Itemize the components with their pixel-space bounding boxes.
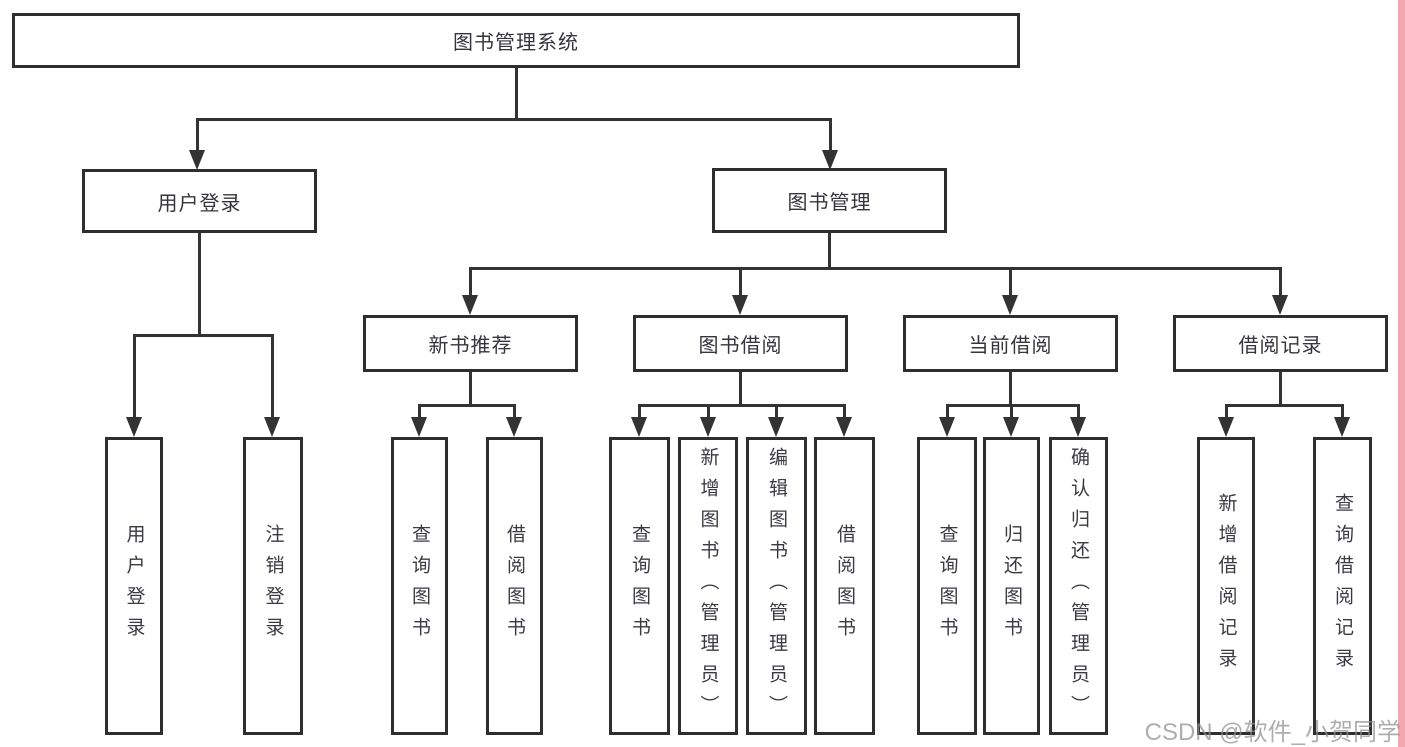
leaf-query-books-borrowing: 查询图书	[609, 437, 670, 735]
connector-line	[829, 118, 832, 152]
arrowhead-down	[700, 417, 716, 437]
arrowhead-down	[768, 417, 784, 437]
leaf-edit-books-admin: 编辑图书（管理员）	[746, 437, 807, 735]
arrowhead-down	[836, 417, 852, 437]
connector-line	[469, 372, 472, 406]
arrowhead-down	[411, 417, 427, 437]
connector-line	[1225, 404, 1228, 419]
node-book-borrowing: 图书借阅	[633, 315, 848, 372]
arrowhead-down	[1334, 417, 1350, 437]
connector-line	[946, 404, 949, 419]
connector-line	[843, 404, 846, 419]
connector-line	[198, 233, 201, 336]
connector-line	[513, 404, 516, 419]
connector-line	[1077, 404, 1080, 419]
connector-line	[1279, 372, 1282, 406]
arrowhead-down	[126, 417, 142, 437]
connector-line	[271, 334, 274, 418]
connector-line	[1010, 404, 1013, 419]
connector-line	[739, 372, 742, 406]
leaf-logout: 注销登录	[243, 437, 303, 735]
connector-line	[1009, 372, 1012, 406]
leaf-borrow-books: 借阅图书	[814, 437, 875, 735]
arrowhead-down	[264, 417, 280, 437]
arrowhead-down	[189, 150, 205, 170]
node-current-borrowing: 当前借阅	[903, 315, 1118, 372]
connector-line	[707, 404, 710, 419]
node-user-login: 用户登录	[82, 169, 317, 233]
connector-line	[515, 68, 518, 119]
connector-line	[1009, 267, 1012, 295]
arrowhead-down	[506, 417, 522, 437]
arrowhead-down	[462, 295, 478, 315]
arrowhead-down	[631, 417, 647, 437]
leaf-borrow-books-recommend: 借阅图书	[486, 437, 543, 735]
connector-line	[739, 267, 742, 295]
connector-line	[1279, 267, 1282, 295]
leaf-add-borrow-record: 新增借阅记录	[1197, 437, 1255, 735]
node-borrowing-records: 借阅记录	[1173, 315, 1388, 372]
leaf-query-books-current: 查询图书	[917, 437, 977, 735]
node-new-book-recommend: 新书推荐	[363, 315, 578, 372]
csdn-watermark: CSDN @软件_小贺同学	[1144, 719, 1401, 746]
arrowhead-down	[1272, 295, 1288, 315]
connector-line	[418, 404, 421, 419]
connector-line	[196, 118, 199, 152]
right-edge-strip	[1398, 0, 1405, 747]
connector-line	[469, 267, 472, 295]
connector-line	[775, 404, 778, 419]
connector-line	[133, 334, 136, 418]
connector-line	[133, 334, 274, 337]
connector-line	[196, 118, 832, 121]
leaf-return-books: 归还图书	[983, 437, 1040, 735]
arrowhead-down	[1070, 417, 1086, 437]
leaf-user-login: 用户登录	[105, 437, 163, 735]
leaf-query-borrow-record: 查询借阅记录	[1313, 437, 1372, 735]
leaf-confirm-return-admin: 确认归还（管理员）	[1049, 437, 1108, 735]
arrowhead-down	[1002, 295, 1018, 315]
arrowhead-down	[1003, 417, 1019, 437]
arrowhead-down	[822, 150, 838, 170]
node-book-management: 图书管理	[712, 168, 947, 233]
arrowhead-down	[939, 417, 955, 437]
arrowhead-down	[1218, 417, 1234, 437]
node-book-management-system: 图书管理系统	[12, 13, 1020, 68]
connector-line	[469, 267, 1282, 270]
connector-line	[418, 404, 516, 407]
connector-line	[1341, 404, 1344, 419]
connector-line	[638, 404, 846, 407]
connector-line	[638, 404, 641, 419]
arrowhead-down	[732, 295, 748, 315]
connector-line	[828, 233, 831, 269]
leaf-query-books-recommend: 查询图书	[391, 437, 448, 735]
connector-line	[1225, 404, 1343, 407]
leaf-add-books-admin: 新增图书（管理员）	[678, 437, 738, 735]
